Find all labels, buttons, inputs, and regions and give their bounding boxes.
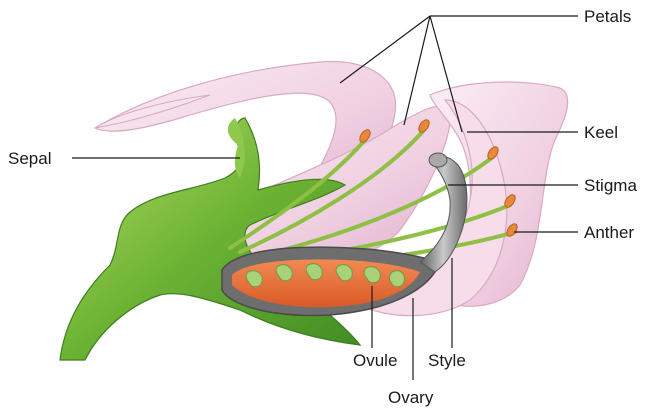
label-ovule: Ovule — [353, 351, 397, 370]
label-stigma: Stigma — [584, 176, 637, 195]
label-style: Style — [428, 351, 466, 370]
stigma — [429, 153, 447, 167]
label-ovary: Ovary — [388, 388, 434, 407]
label-keel: Keel — [584, 123, 618, 142]
label-sepal: Sepal — [8, 149, 51, 168]
label-anther: Anther — [584, 223, 634, 242]
label-petals: Petals — [584, 7, 631, 26]
